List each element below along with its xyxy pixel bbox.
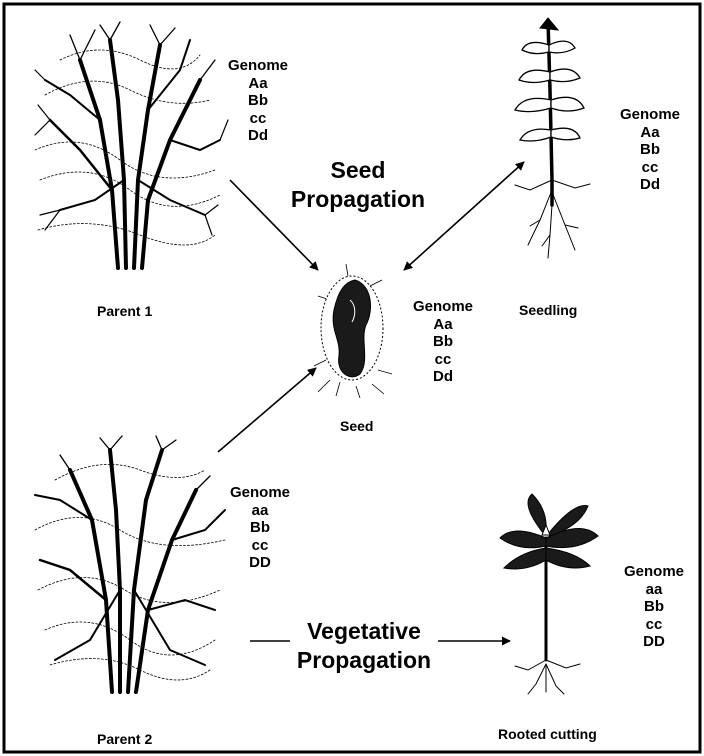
rooted-cutting-genome: Genome aa Bb cc DD xyxy=(620,563,688,651)
genome-allele: Bb xyxy=(226,519,294,537)
seed-genome: Genome Aa Bb cc Dd xyxy=(409,298,477,386)
parent1-label: Parent 1 xyxy=(97,304,152,318)
seedling-label: Seedling xyxy=(519,303,577,317)
seed-propagation-title: Seed Propagation xyxy=(276,156,440,214)
genome-allele: aa xyxy=(226,502,294,520)
seedling-image xyxy=(515,18,590,258)
parent2-label: Parent 2 xyxy=(97,732,152,746)
genome-allele: DD xyxy=(226,554,294,572)
rooted-cutting-image xyxy=(500,494,598,694)
parent2-genome: Genome aa Bb cc DD xyxy=(226,484,294,572)
genome-allele: Bb xyxy=(620,598,688,616)
parent2-tree-image xyxy=(35,436,225,692)
genome-heading: Genome xyxy=(224,57,292,75)
genome-allele: cc xyxy=(224,110,292,128)
genome-allele: Aa xyxy=(224,75,292,93)
genome-heading: Genome xyxy=(226,484,294,502)
genome-heading: Genome xyxy=(409,298,477,316)
genome-heading: Genome xyxy=(616,106,684,124)
seed-image xyxy=(314,264,392,398)
genome-allele: Bb xyxy=(409,333,477,351)
genome-allele: Aa xyxy=(616,124,684,142)
genome-allele: cc xyxy=(616,159,684,177)
genome-allele: Dd xyxy=(409,368,477,386)
genome-allele: Dd xyxy=(224,127,292,145)
genome-allele: Bb xyxy=(616,141,684,159)
genome-heading: Genome xyxy=(620,563,688,581)
rooted-cutting-label: Rooted cutting xyxy=(498,727,597,741)
genome-allele: DD xyxy=(620,633,688,651)
genome-allele: Aa xyxy=(409,316,477,334)
arrow-parent2-to-seed xyxy=(218,368,316,452)
parent1-tree-image xyxy=(35,22,228,268)
seedling-genome: Genome Aa Bb cc Dd xyxy=(616,106,684,194)
genome-allele: cc xyxy=(226,537,294,555)
genome-allele: cc xyxy=(409,351,477,369)
genome-allele: Dd xyxy=(616,176,684,194)
parent1-genome: Genome Aa Bb cc Dd xyxy=(224,57,292,145)
genome-allele: cc xyxy=(620,616,688,634)
genome-allele: Bb xyxy=(224,92,292,110)
seed-label: Seed xyxy=(340,419,373,433)
genome-allele: aa xyxy=(620,581,688,599)
vegetative-propagation-title: Vegetative Propagation xyxy=(276,617,452,675)
